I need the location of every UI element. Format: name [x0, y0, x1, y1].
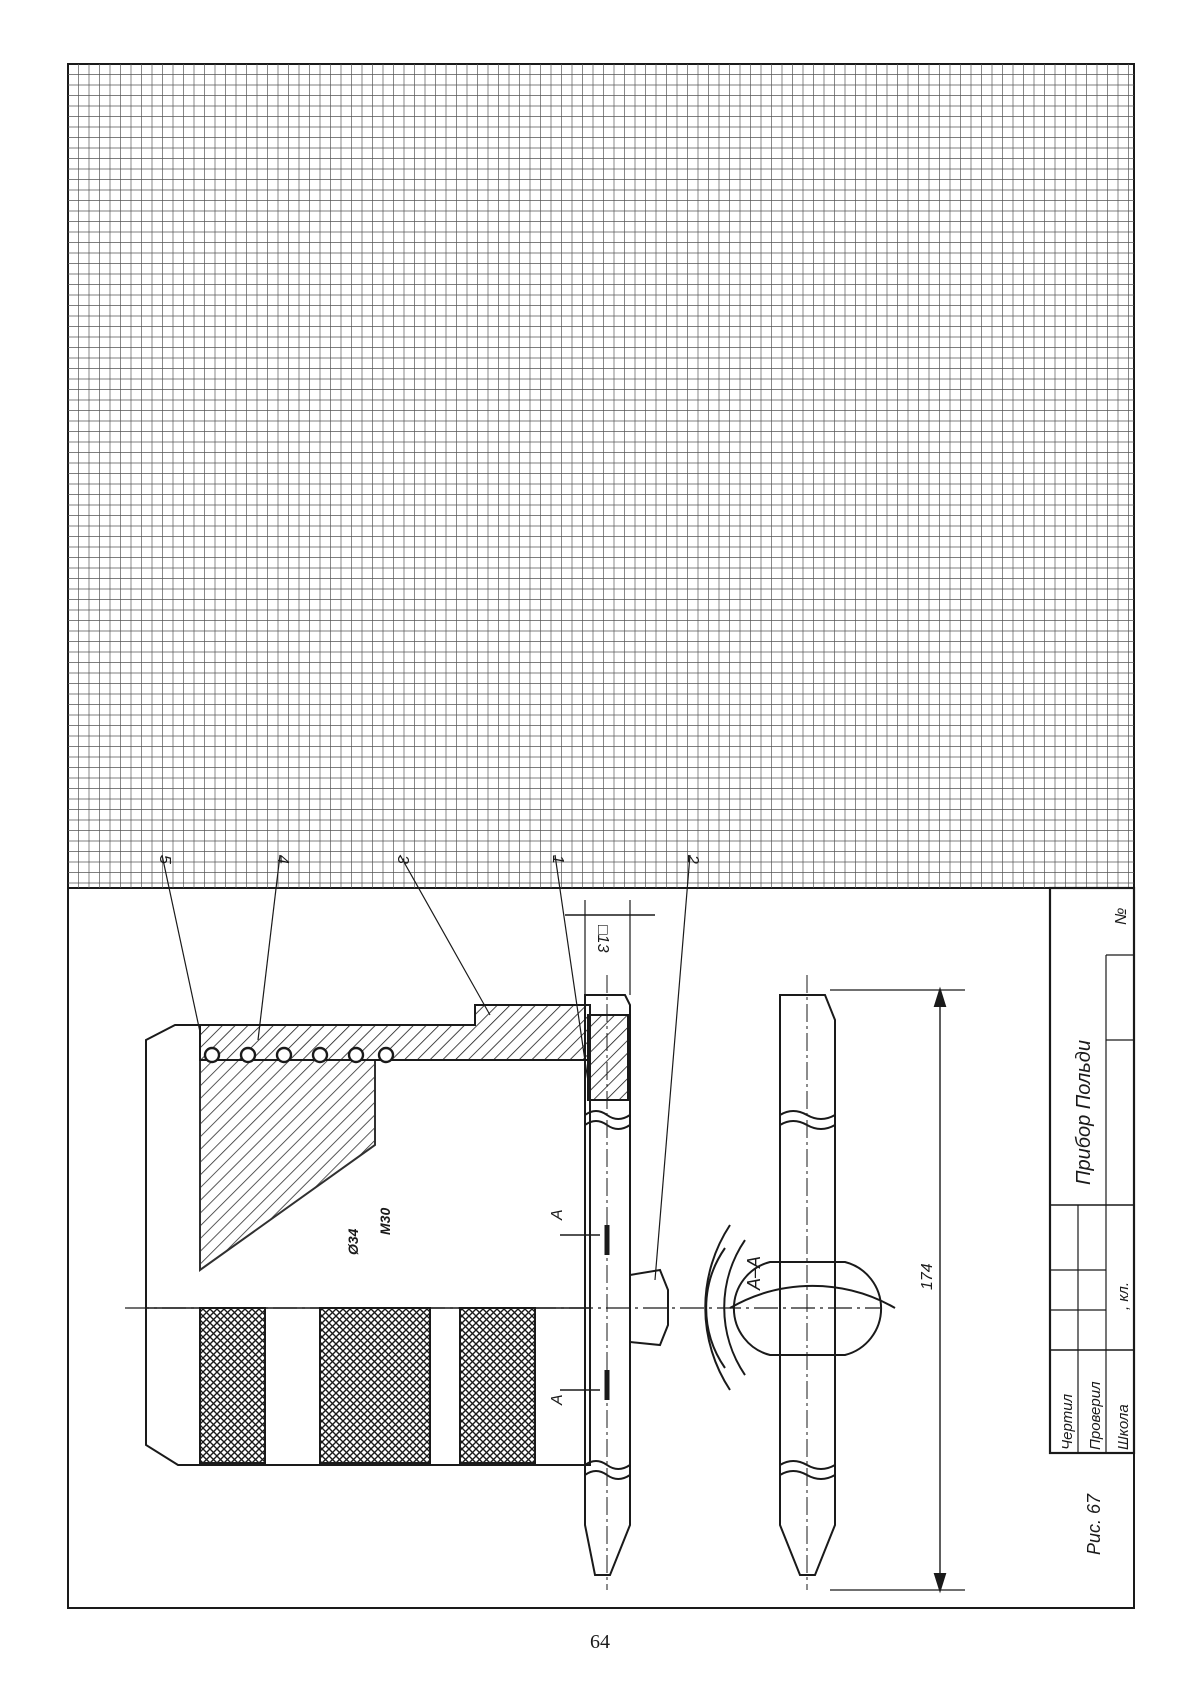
section-title: А–А	[744, 1256, 764, 1291]
part-label-2: 2	[684, 854, 701, 864]
page-frame	[67, 63, 1135, 1609]
title-drawing-name: Прибор Польди	[1073, 1040, 1095, 1185]
dim-174-arrow-top	[933, 986, 947, 1007]
technical-drawing	[125, 854, 965, 1594]
part-label-5: 5	[156, 855, 173, 864]
page-number: 64	[590, 1631, 610, 1653]
section-break-4	[779, 1470, 836, 1480]
figure-caption: Рис. 67	[1084, 1493, 1104, 1555]
pin-part-2	[629, 1268, 669, 1347]
plunger-rod	[584, 994, 631, 1576]
leader-2	[654, 854, 691, 1281]
knurl-band-1	[199, 1307, 266, 1464]
leader-5	[161, 854, 201, 1033]
dim-length-label: 174	[919, 1263, 936, 1290]
dim-thread-label: M30	[377, 1208, 393, 1235]
leader-4	[257, 854, 281, 1041]
dim-square-label: □13	[594, 925, 611, 953]
title-class-text: , кл.	[1115, 1282, 1132, 1310]
section-ring	[732, 1261, 883, 1356]
graph-paper-grid	[68, 64, 1134, 888]
rod-break-2	[584, 1120, 631, 1130]
part-labels: 5 4 3 1 2	[156, 854, 701, 864]
leader-3	[399, 854, 491, 1016]
rod-break-4	[584, 1470, 631, 1480]
title-row-school: Школа	[1115, 1404, 1132, 1450]
title-row-drew: Чертил	[1059, 1393, 1076, 1450]
section-yoke-arc-outer	[704, 1224, 746, 1391]
rod-break-1	[584, 1110, 631, 1120]
section-break-1	[779, 1110, 836, 1120]
title-number-label: №	[1113, 908, 1130, 925]
dim-174-arrow-bottom	[933, 1573, 947, 1594]
knurl-band-3	[459, 1307, 536, 1464]
part-label-3: 3	[394, 855, 411, 864]
section-mark-bottom: A	[549, 1394, 566, 1406]
section-break-2	[779, 1120, 836, 1130]
section-break-3	[779, 1460, 836, 1470]
spring-coils	[203, 1046, 395, 1064]
title-block	[1048, 886, 1136, 1455]
part-label-1: 1	[549, 855, 566, 864]
title-block-frame	[1048, 886, 1136, 1455]
dim-diameter-label: Ø34	[345, 1228, 361, 1255]
rod-section-hatch	[587, 1014, 629, 1101]
rod-break-3	[584, 1460, 631, 1470]
leader-1	[554, 854, 591, 1096]
section-yoke-outer	[729, 1284, 896, 1309]
section-view-rod	[779, 994, 836, 1576]
title-row-checked: Проверил	[1087, 1381, 1104, 1450]
knurl-band-2	[319, 1307, 431, 1464]
part-label-4: 4	[274, 855, 291, 864]
section-mark-top: A	[549, 1209, 566, 1221]
